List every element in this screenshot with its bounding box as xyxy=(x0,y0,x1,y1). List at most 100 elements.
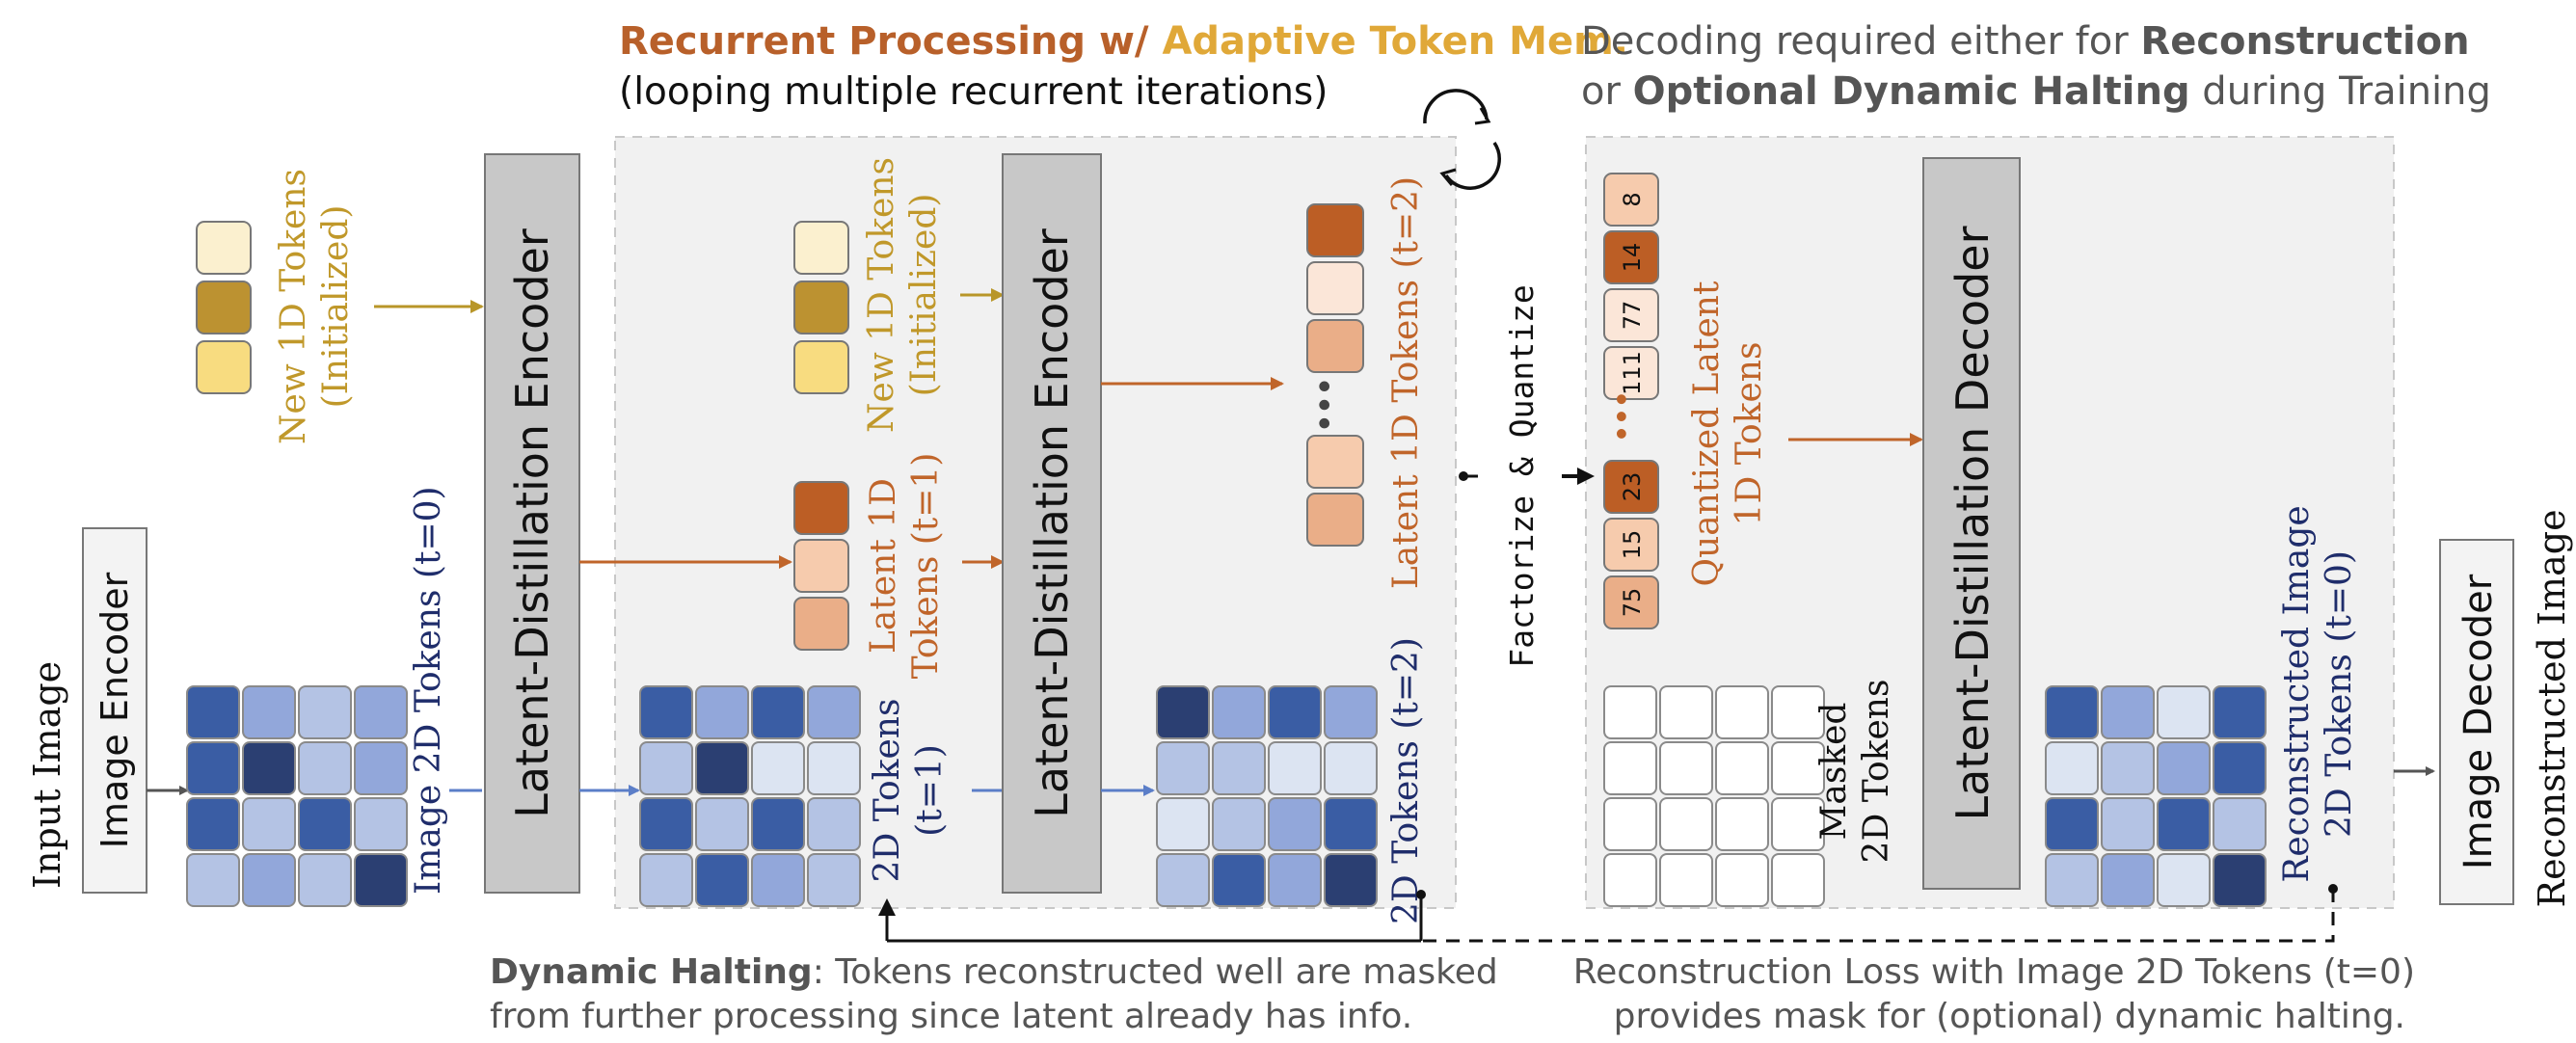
new-1d-token-3 xyxy=(196,340,252,394)
image-2d-token-cell xyxy=(298,741,352,795)
tokens-t2-cell xyxy=(1324,741,1378,795)
image-2d-token-cell xyxy=(186,741,240,795)
masked-token-cell xyxy=(1715,853,1769,907)
2d-tokens-t1-label-line2: (t=1) xyxy=(910,744,950,837)
masked-token-cell xyxy=(1603,797,1657,851)
masked-token-cell xyxy=(1715,741,1769,795)
decoding-note-line2: or Optional Dynamic Halting during Train… xyxy=(1581,69,2491,114)
tokens-t2-cell xyxy=(1324,685,1378,739)
masked-token-cell xyxy=(1715,685,1769,739)
quantized-token-value: 75 xyxy=(1619,588,1646,618)
latent-distillation-decoder xyxy=(1922,157,2021,890)
latent-1d-t1-label-line1: Latent 1D xyxy=(864,478,903,654)
tokens-t1-cell xyxy=(807,797,861,851)
quantized-token-value: 77 xyxy=(1619,301,1646,331)
quantized-token xyxy=(1603,173,1659,227)
masked-token-cell xyxy=(1659,797,1713,851)
tokens-t1-cell xyxy=(751,685,805,739)
tokens-t2-cell xyxy=(1324,853,1378,907)
image-2d-token-cell xyxy=(242,853,296,907)
quantized-token xyxy=(1603,518,1659,572)
encoder-1-label: Latent-Distillation Encoder xyxy=(506,228,558,818)
tokens-t2-cell xyxy=(1324,797,1378,851)
reconstructed-token-cell xyxy=(2101,853,2155,907)
tokens-t1-cell xyxy=(807,853,861,907)
image-2d-token-cell xyxy=(186,797,240,851)
reconstructed-token-cell xyxy=(2213,741,2267,795)
encoder-2-label: Latent-Distillation Encoder xyxy=(1026,228,1078,818)
tokens-t2-cell xyxy=(1268,797,1322,851)
latent-1d-t1-token-3 xyxy=(793,597,849,651)
image-2d-tokens-t0-label: Image 2D Tokens (t=0) xyxy=(409,486,448,895)
decoding-note-prefix1: Decoding required either for xyxy=(1581,19,2140,64)
tokens-t2-cell xyxy=(1156,797,1210,851)
new-1d-tokens-b-label-line2: (Initialized) xyxy=(904,194,944,397)
quantized-token-value: 111 xyxy=(1619,351,1646,395)
decoder-label: Latent-Distillation Decoder xyxy=(1946,226,1999,820)
tokens-t2-cell xyxy=(1156,741,1210,795)
latent-1d-t2-token-2 xyxy=(1306,261,1364,315)
latent-1d-t2-token-4 xyxy=(1306,435,1364,489)
masked-2d-tokens-grid xyxy=(1603,685,1825,907)
quantized-token xyxy=(1603,288,1659,342)
reconstructed-token-cell xyxy=(2213,853,2267,907)
reconstructed-image-label: Reconstructed Image xyxy=(2531,509,2573,907)
2d-tokens-t2-label: 2D Tokens (t=2) xyxy=(1386,637,1426,924)
image-2d-token-cell xyxy=(354,853,408,907)
tokens-t1-cell xyxy=(807,741,861,795)
new-1d-tokens-label-line1: New 1D Tokens xyxy=(274,169,313,444)
masked-token-cell xyxy=(1771,741,1825,795)
quantized-token xyxy=(1603,230,1659,284)
tokens-t2-cell xyxy=(1212,797,1266,851)
tokens-t2-cell xyxy=(1156,853,1210,907)
decoding-note-suffix2: during Training xyxy=(2190,69,2491,114)
tokens-t1-cell xyxy=(639,797,693,851)
quantized-token-value: 15 xyxy=(1619,530,1646,560)
title-part2: Adaptive Token Mem. xyxy=(1162,19,1628,64)
factorize-quantize-label: Factorize & Quantize xyxy=(1503,284,1541,667)
latent-distillation-encoder-2 xyxy=(1002,153,1102,894)
masked-label-line1: Masked xyxy=(1814,703,1854,841)
latent-1d-t1-token-1 xyxy=(793,481,849,535)
quantized-token xyxy=(1603,346,1659,400)
image-2d-token-cell xyxy=(354,741,408,795)
image-2d-token-cell xyxy=(242,797,296,851)
dynamic-halting-bold: Dynamic Halting xyxy=(490,952,813,992)
reconstructed-token-cell xyxy=(2101,685,2155,739)
tokens-t1-cell xyxy=(639,685,693,739)
image-decoder-block xyxy=(2439,539,2514,905)
masked-token-cell xyxy=(1659,853,1713,907)
masked-token-cell xyxy=(1603,853,1657,907)
reconstructed-2d-tokens-grid xyxy=(2045,685,2267,907)
tokens-t2-cell xyxy=(1212,685,1266,739)
tokens-t1-cell xyxy=(807,685,861,739)
dynamic-halting-line1: Dynamic Halting: Tokens reconstructed we… xyxy=(490,952,1498,992)
tokens-t1-cell xyxy=(695,685,749,739)
reconstructed-token-cell xyxy=(2157,853,2211,907)
decoding-note-prefix2: or xyxy=(1581,69,1633,114)
recon-loss-line2: provides mask for (optional) dynamic hal… xyxy=(1614,997,2405,1036)
image-encoder-block xyxy=(82,527,148,894)
quantized-latent-label-line1: Quantized Latent xyxy=(1687,281,1727,586)
tokens-t1-cell xyxy=(695,741,749,795)
latent-1d-t2-token-3 xyxy=(1306,319,1364,373)
dynamic-halting-line2: from further processing since latent alr… xyxy=(490,997,1412,1036)
decoding-note-bold1: Reconstruction xyxy=(2140,19,2469,64)
recon-loss-line1: Reconstruction Loss with Image 2D Tokens… xyxy=(1573,952,2415,992)
image-2d-token-cell xyxy=(242,685,296,739)
title-part1: Recurrent Processing w/ xyxy=(619,19,1149,64)
new-1d-token-1 xyxy=(196,221,252,275)
tokens-t1-cell xyxy=(751,853,805,907)
masked-token-cell xyxy=(1771,797,1825,851)
tokens-t1-cell xyxy=(695,797,749,851)
reconstructed-token-cell xyxy=(2101,797,2155,851)
reconstructed-2d-label-line2: 2D Tokens (t=0) xyxy=(2320,550,2359,838)
image-2d-tokens-grid xyxy=(186,685,408,907)
image-2d-token-cell xyxy=(298,853,352,907)
reconstructed-token-cell xyxy=(2213,685,2267,739)
dynamic-halting-rest: : Tokens reconstructed well are masked xyxy=(813,952,1498,992)
tokens-t1-cell xyxy=(751,797,805,851)
masked-token-cell xyxy=(1659,741,1713,795)
reconstructed-token-cell xyxy=(2157,685,2211,739)
